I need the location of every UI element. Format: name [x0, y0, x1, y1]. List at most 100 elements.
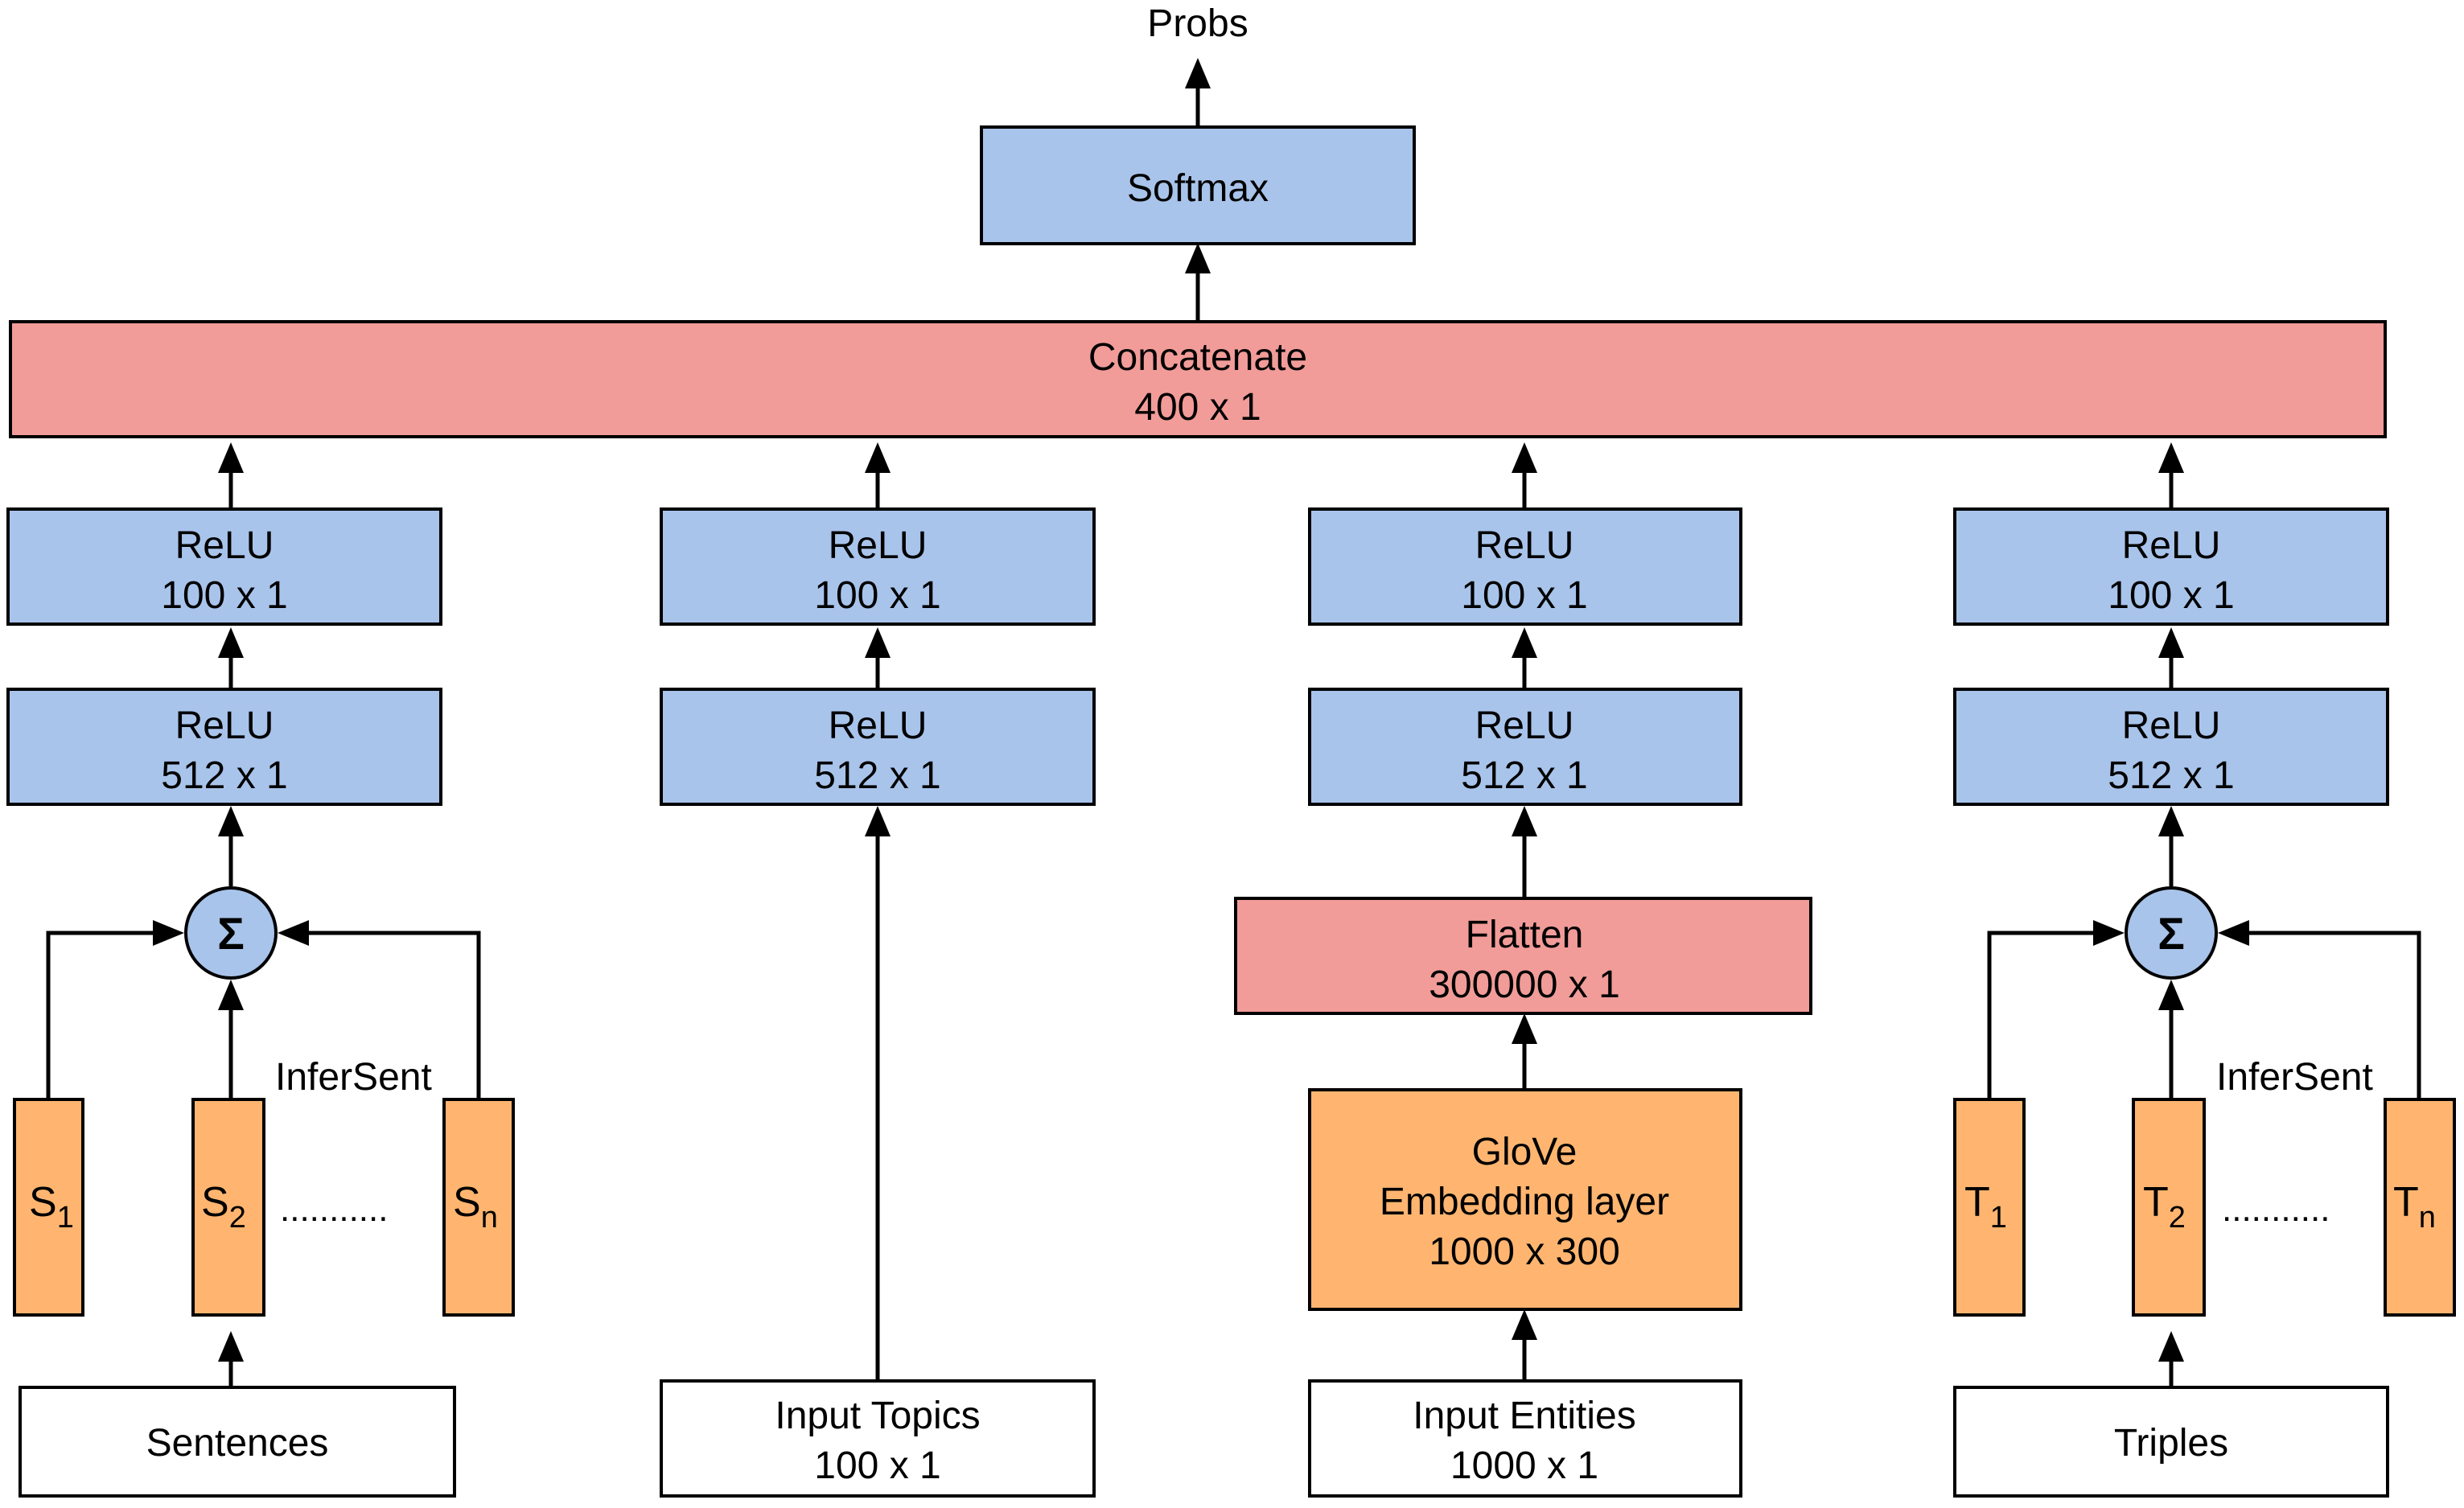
- arrowhead: [218, 627, 244, 658]
- relu-dim: 100 x 1: [1461, 574, 1587, 617]
- input-sentences: Sentences: [19, 1386, 456, 1498]
- arrowhead: [1512, 1309, 1537, 1340]
- arrowhead: [2093, 920, 2125, 946]
- glove-line1: GloVe: [1472, 1131, 1578, 1173]
- arrowhead: [865, 806, 891, 836]
- ellipsis: ...........: [280, 1190, 388, 1229]
- infersent-label: InferSent: [2216, 1056, 2373, 1099]
- input-entities: Input Entities 1000 x 1: [1308, 1379, 1742, 1498]
- arrowhead: [218, 442, 244, 473]
- arrowhead: [218, 1331, 244, 1362]
- input-label: Triples: [2114, 1422, 2228, 1465]
- item-subscript: 1: [57, 1201, 74, 1235]
- relu-label: ReLU: [1475, 705, 1574, 747]
- column-topics: ReLU 100 x 1 ReLU 512 x 1 Input Topics 1…: [660, 507, 1096, 1498]
- item-subscript: n: [2419, 1201, 2436, 1235]
- arrowhead: [1512, 1013, 1537, 1044]
- item-base: S: [201, 1179, 229, 1226]
- item-subscript: 1: [1990, 1201, 2007, 1235]
- relu-dim: 512 x 1: [161, 754, 287, 797]
- softmax-layer: Softmax: [980, 125, 1416, 245]
- relu-label: ReLU: [829, 705, 928, 747]
- relu-dim: 100 x 1: [814, 574, 940, 617]
- relu-100-layer: ReLU 100 x 1: [6, 507, 442, 626]
- relu-dim: 512 x 1: [2108, 754, 2234, 797]
- arrowhead: [218, 980, 244, 1010]
- edge-c1-s1-sum: [46, 931, 153, 1099]
- item-subscript: n: [481, 1201, 498, 1235]
- svg-text:Sn: Sn: [453, 1179, 498, 1235]
- concatenate-layer: Concatenate 400 x 1: [9, 320, 2387, 438]
- item-base: S: [29, 1179, 57, 1226]
- arrowhead: [2158, 627, 2184, 658]
- arrowhead: [865, 627, 891, 658]
- relu-label: ReLU: [829, 524, 928, 567]
- flatten-label: Flatten: [1466, 914, 1584, 956]
- item-subscript: 2: [2169, 1201, 2186, 1235]
- sigma-symbol: Σ: [217, 908, 245, 959]
- relu-dim: 512 x 1: [814, 754, 940, 797]
- input-dim: 1000 x 1: [1450, 1444, 1598, 1487]
- relu-512-layer: ReLU 512 x 1: [6, 688, 442, 806]
- glove-embedding-layer: GloVe Embedding layer 1000 x 300: [1308, 1088, 1742, 1311]
- concatenate-label: Concatenate: [1088, 336, 1307, 379]
- item-base: T: [2393, 1179, 2419, 1226]
- edge-c1-sn-sum: [309, 931, 481, 1099]
- triple-item-t1: T1: [1953, 1098, 2026, 1317]
- svg-text:T2: T2: [2143, 1179, 2186, 1235]
- concatenate-dim: 400 x 1: [1134, 386, 1261, 429]
- sentence-item-sn: Sn: [442, 1098, 515, 1317]
- edge-c4-tn-sum: [2249, 931, 2421, 1099]
- arrowhead: [1185, 243, 1211, 273]
- item-subscript: 2: [229, 1201, 246, 1235]
- arrowhead: [2158, 806, 2184, 836]
- flatten-dim: 300000 x 1: [1429, 964, 1620, 1006]
- edges: [46, 58, 2421, 1387]
- relu-100-layer: ReLU 100 x 1: [660, 507, 1096, 626]
- arrowhead: [153, 920, 184, 946]
- edge-c4-t1-sum: [1987, 931, 2093, 1099]
- ellipsis: ...........: [2222, 1190, 2330, 1229]
- triple-item-t2: T2: [2132, 1098, 2206, 1317]
- column-sentences: ReLU 100 x 1 ReLU 512 x 1 Σ InferSent S1…: [6, 507, 515, 1498]
- sigma-symbol: Σ: [2158, 908, 2185, 959]
- input-label: Input Topics: [775, 1395, 980, 1437]
- sum-node: Σ: [2125, 886, 2218, 980]
- glove-line2: Embedding layer: [1380, 1181, 1669, 1223]
- relu-dim: 100 x 1: [2108, 574, 2234, 617]
- arrowhead: [278, 920, 309, 946]
- relu-label: ReLU: [2122, 705, 2221, 747]
- column-triples: ReLU 100 x 1 ReLU 512 x 1 Σ InferSent T1…: [1953, 507, 2456, 1498]
- relu-label: ReLU: [175, 524, 274, 567]
- infersent-label: InferSent: [275, 1056, 432, 1099]
- arrowhead: [1512, 627, 1537, 658]
- input-triples: Triples: [1953, 1386, 2389, 1498]
- arrowhead: [865, 442, 891, 473]
- sum-node: Σ: [184, 886, 278, 980]
- arrowhead: [1512, 806, 1537, 836]
- input-dim: 100 x 1: [814, 1444, 940, 1487]
- svg-text:S2: S2: [201, 1179, 246, 1235]
- flatten-layer: Flatten 300000 x 1: [1234, 897, 1812, 1015]
- arrowhead: [2158, 442, 2184, 473]
- relu-dim: 100 x 1: [161, 574, 287, 617]
- svg-text:T1: T1: [1964, 1179, 2007, 1235]
- relu-512-layer: ReLU 512 x 1: [1953, 688, 2389, 806]
- input-label: Sentences: [146, 1422, 329, 1465]
- arrowhead: [2218, 920, 2249, 946]
- svg-text:S1: S1: [29, 1179, 74, 1235]
- softmax-label: Softmax: [1127, 167, 1269, 210]
- relu-100-layer: ReLU 100 x 1: [1308, 507, 1742, 626]
- sentence-item-s1: S1: [13, 1098, 84, 1317]
- item-base: T: [1964, 1179, 1990, 1226]
- glove-dim: 1000 x 300: [1429, 1231, 1620, 1273]
- relu-dim: 512 x 1: [1461, 754, 1587, 797]
- relu-label: ReLU: [2122, 524, 2221, 567]
- arrowhead: [1512, 442, 1537, 473]
- output-label-probs: Probs: [1147, 2, 1248, 45]
- input-topics: Input Topics 100 x 1: [660, 1379, 1096, 1498]
- arrowhead: [1185, 58, 1211, 88]
- input-label: Input Entities: [1413, 1395, 1636, 1437]
- relu-512-layer: ReLU 512 x 1: [1308, 688, 1742, 806]
